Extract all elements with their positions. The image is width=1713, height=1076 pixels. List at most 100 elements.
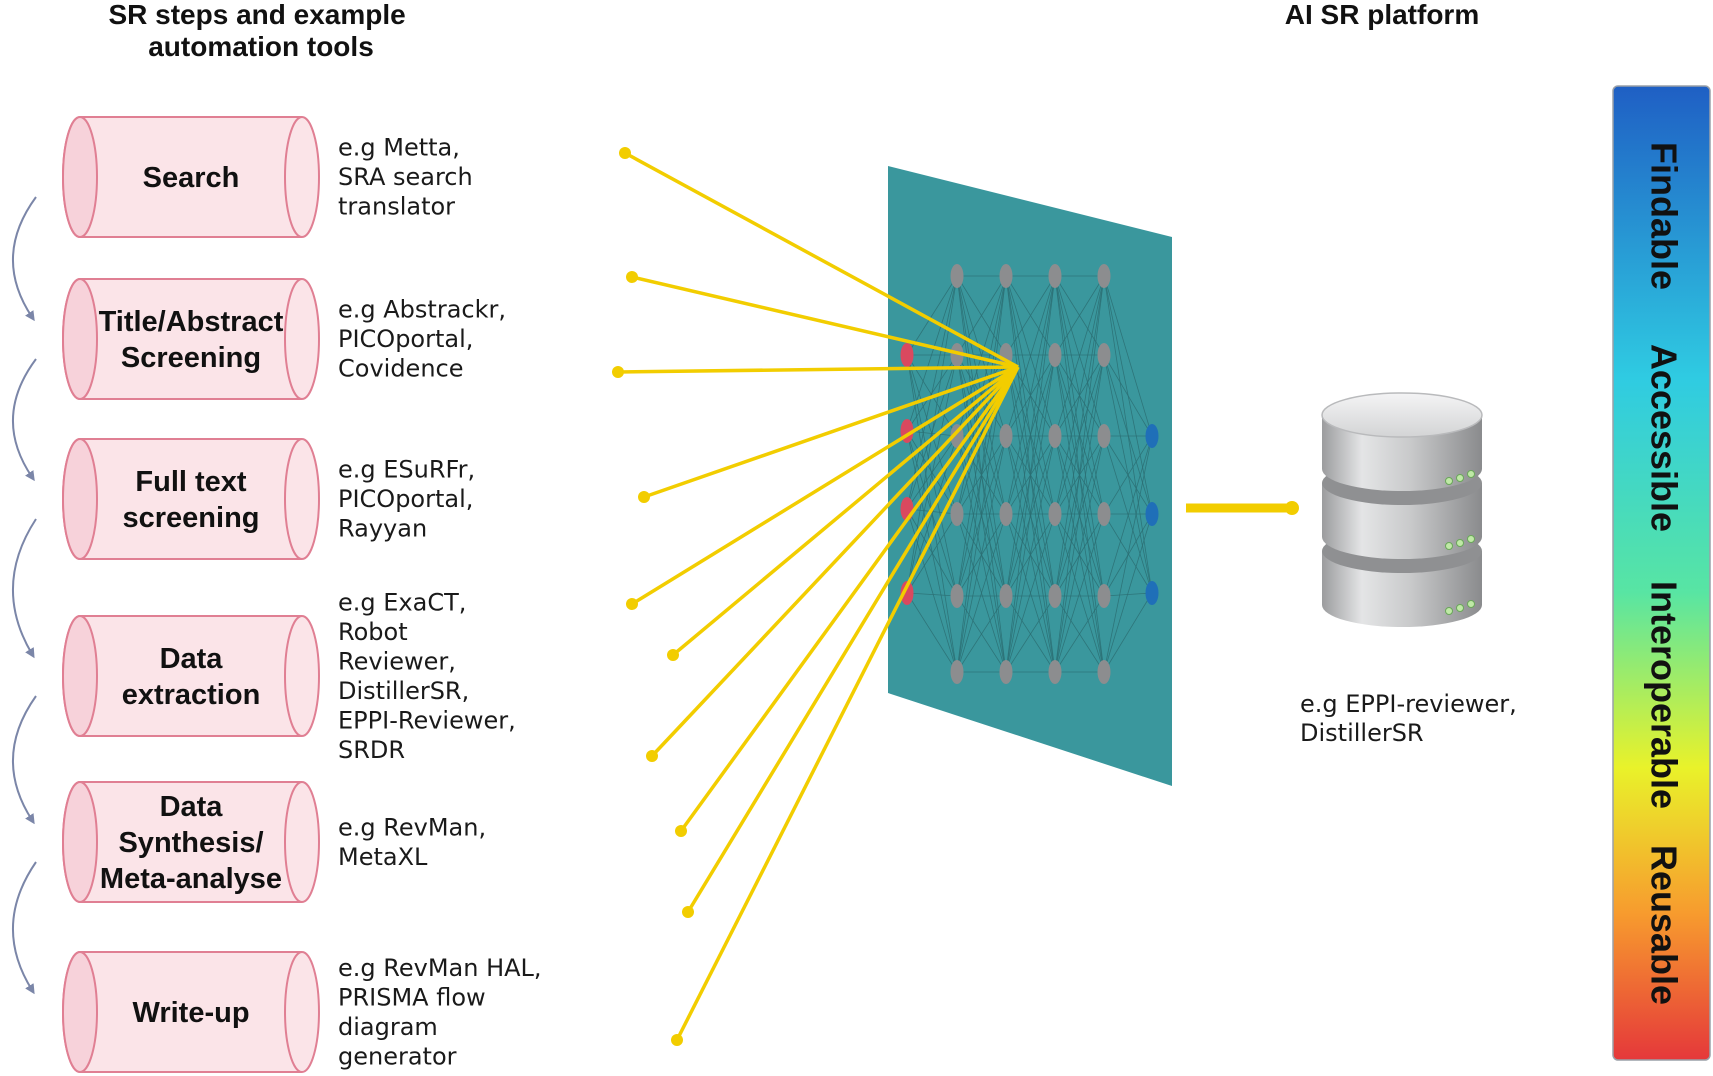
connector-line — [686, 366, 1020, 913]
network-node — [999, 502, 1013, 526]
network-node — [1048, 264, 1062, 288]
left-heading-line-2: automation tools — [148, 31, 374, 62]
platform-examples: e.g EPPI-reviewer, DistillerSR — [1300, 690, 1524, 747]
step-tool-line: Robot — [338, 618, 408, 646]
step-label-line: Data — [160, 791, 224, 823]
database-icon — [1321, 392, 1483, 627]
step-cylinder: Full text screening — [62, 438, 320, 560]
connector-line — [643, 365, 1019, 499]
step-tool-line: Covidence — [338, 355, 463, 383]
flow-arrow — [12, 358, 37, 482]
step-tool-line: e.g RevMan, — [338, 813, 486, 841]
network-node — [950, 660, 964, 684]
network-node — [950, 343, 964, 367]
left-heading: SR steps and example automation tools — [108, 0, 413, 62]
step-tool-line: SRA search — [338, 163, 473, 191]
step-tool-line: e.g RevMan HAL, — [338, 954, 542, 982]
network-node — [1048, 502, 1062, 526]
network-node — [999, 584, 1013, 608]
network-node — [999, 264, 1013, 288]
network-node — [999, 424, 1013, 448]
network-node — [999, 660, 1013, 684]
network-node — [1048, 584, 1062, 608]
network-node — [1145, 502, 1159, 526]
connector-line — [650, 365, 1020, 758]
network-node — [1097, 424, 1111, 448]
connector-dot — [612, 366, 624, 378]
step-tool-line: EPPI-Reviewer, — [338, 706, 516, 734]
connector-dot — [646, 750, 658, 762]
step-label: Search — [143, 162, 240, 194]
step-tool-line: PICOportal, — [338, 485, 473, 513]
network-node — [1097, 264, 1111, 288]
connector-line — [631, 275, 1019, 369]
connector-line — [679, 365, 1020, 833]
step-tool-line: generator — [338, 1042, 457, 1070]
connector-dot — [626, 598, 638, 610]
network-node — [900, 343, 914, 367]
connector-dot — [638, 491, 650, 503]
fair-label: Accessible — [1643, 344, 1684, 532]
fair-label: Interoperable — [1643, 581, 1684, 809]
flow-arrow — [11, 518, 37, 659]
network-node — [1145, 424, 1159, 448]
step-tool-line: Reviewer, — [338, 647, 456, 675]
step-tool-line: PICOportal, — [338, 325, 473, 353]
connector-line — [624, 151, 1019, 369]
flow-arrow — [12, 695, 37, 825]
step-label-line: Full text — [135, 466, 247, 498]
step-tool-line: e.g ESuRFr, — [338, 456, 475, 484]
platform-connector-dot — [1285, 501, 1299, 515]
connector-line — [631, 365, 1019, 606]
step-tool-line: diagram — [338, 1013, 438, 1041]
fair-label: Reusable — [1643, 845, 1684, 1005]
step-label-line: Write-up — [132, 997, 249, 1029]
network-node — [1097, 660, 1111, 684]
yellow-connectors — [612, 147, 1020, 1046]
step-tool-line: e.g Metta, — [338, 134, 460, 162]
step-tools: e.g Abstrackr,PICOportal,Covidence — [338, 296, 506, 383]
step-label-line: extraction — [122, 679, 261, 711]
connector-dot — [626, 271, 638, 283]
step-tools: e.g ESuRFr,PICOportal,Rayyan — [338, 456, 475, 543]
connector-dot — [671, 1034, 683, 1046]
platform-example-line-2: DistillerSR — [1300, 719, 1424, 747]
network-node — [950, 584, 964, 608]
network-node — [950, 502, 964, 526]
network-node — [1097, 502, 1111, 526]
fair-label: Findable — [1643, 142, 1684, 290]
network-node — [950, 264, 964, 288]
network-node — [1097, 343, 1111, 367]
connector-line — [675, 366, 1020, 1041]
step-flow-arrows — [11, 196, 37, 995]
step-tool-line: e.g Abstrackr, — [338, 296, 506, 324]
step-label-line: screening — [123, 502, 260, 534]
fair-gradient-bar — [1612, 85, 1711, 1061]
network-node — [1097, 584, 1111, 608]
step-label-line: Meta-analyse — [100, 863, 282, 895]
step-tool-line: Rayyan — [338, 515, 427, 543]
step-label-line: Synthesis/ — [118, 827, 263, 859]
step-tool-line: DistillerSR, — [338, 677, 469, 705]
network-node — [1145, 581, 1159, 605]
step-label: Write-up — [132, 997, 249, 1029]
connector-line — [671, 365, 1020, 657]
connector-line — [617, 365, 1019, 374]
connector-dot — [619, 147, 631, 159]
step-label: Full text screening — [123, 466, 260, 534]
step-cylinder: Write-up — [62, 951, 320, 1073]
right-heading: AI SR platform — [1285, 0, 1479, 30]
flow-arrow — [12, 196, 37, 322]
network-node — [1048, 424, 1062, 448]
